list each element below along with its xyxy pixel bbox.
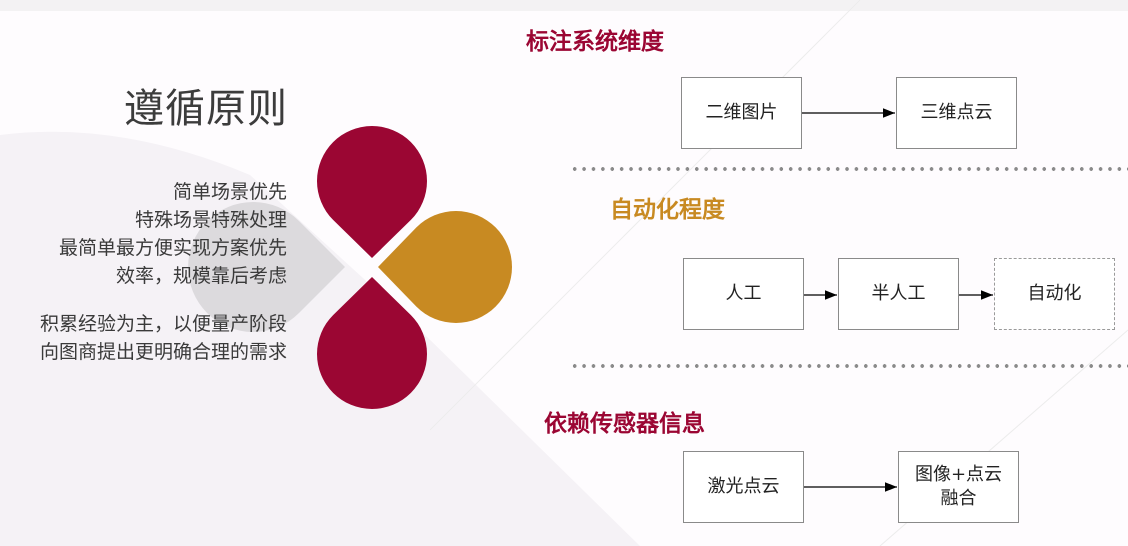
box-lidar-pointcloud: 激光点云 [683,451,804,523]
note-item: 向图商提出更明确合理的需求 [39,341,287,363]
principle-item: 效率，规模靠后考虑 [115,265,287,287]
crimson-petal-top [316,126,427,259]
box-2d-image: 二维图片 [681,77,802,149]
gold-petal-right [378,211,512,323]
principles-list: 简单场景优先 特殊场景特殊处理 最简单最方便实现方案优先 效率，规模靠后考虑 积… [40,178,287,366]
box-manual: 人工 [683,258,804,330]
section-title-annotation-dimension: 标注系统维度 [526,29,664,55]
top-band [0,0,1128,11]
box-image-pointcloud-fusion: 图像+点云 融合 [898,451,1019,523]
principles-title: 遵循原则 [124,86,288,132]
gray-petal [188,201,345,332]
principle-item: 最简单最方便实现方案优先 [58,237,287,259]
note-item: 积累经验为主，以便量产阶段 [39,313,287,335]
dotted-divider [570,364,1128,368]
dotted-divider [570,167,1128,171]
principle-item: 简单场景优先 [172,181,287,203]
principle-item: 特殊场景特殊处理 [134,209,287,231]
section-title-sensor-dependency: 依赖传感器信息 [544,411,705,437]
box-semi-auto: 半人工 [838,258,959,330]
box-3d-pointcloud: 三维点云 [896,77,1017,149]
box-auto: 自动化 [994,258,1115,330]
crimson-petal-bottom [316,277,427,409]
section-title-automation-level: 自动化程度 [610,197,725,223]
